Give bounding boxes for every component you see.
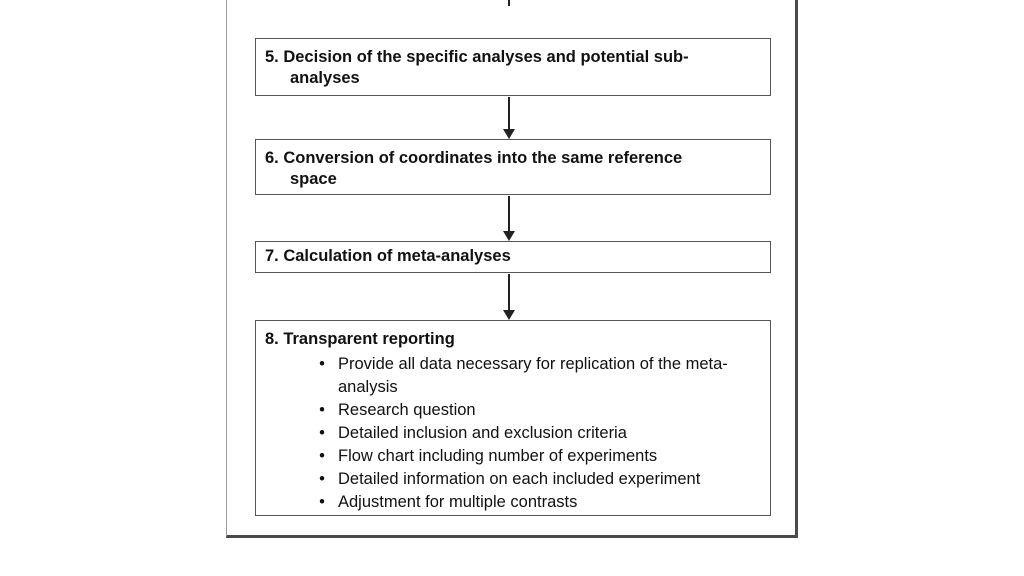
bullet-item: • Flow chart including number of experime… (316, 445, 770, 468)
bullet-text: Flow chart including number of experimen… (338, 447, 658, 465)
bullet-text: Provide all data necessary for replicati… (338, 355, 728, 396)
bullet-icon: • (319, 493, 325, 511)
bullet-item: • Provide all data necessary for replicat… (316, 353, 770, 399)
reporting-bullet-list: • Provide all data necessary for replicat… (256, 353, 770, 514)
bullet-text: Research question (338, 401, 476, 419)
bullet-item: • Detailed information on each included e… (316, 468, 770, 491)
arrow-step-6-to-7 (503, 196, 515, 241)
bullet-item: • Detailed inclusion and exclusion criter… (316, 422, 770, 445)
step-8-title-line1: 8. Transparent reporting (265, 330, 455, 348)
bullet-icon: • (319, 355, 325, 373)
bullet-text: Adjustment for multiple contrasts (338, 493, 578, 511)
bullet-text: Detailed inclusion and exclusion criteri… (338, 424, 627, 442)
bullet-item: • Adjustment for multiple contrasts (316, 491, 770, 514)
step-6-title-line2: space (290, 170, 337, 188)
bullet-icon: • (319, 470, 325, 488)
step-7-title-line1: 7. Calculation of meta-analyses (265, 247, 511, 265)
step-6-title: 6. Conversion of coordinates into the sa… (256, 148, 770, 190)
arrow-step-5-to-6 (503, 97, 515, 139)
step-5-title-line1: 5. Decision of the specific analyses and… (265, 48, 689, 66)
arrowhead (503, 129, 515, 139)
step-6-box: 6. Conversion of coordinates into the sa… (255, 139, 771, 195)
arrow-step-7-to-8 (503, 274, 515, 320)
step-5-title-line2: analyses (290, 69, 360, 87)
bullet-item: • Research question (316, 399, 770, 422)
step-7-title: 7. Calculation of meta-analyses (256, 246, 770, 267)
flowchart-figure: 5. Decision of the specific analyses and… (226, 0, 798, 538)
bullet-text: Detailed information on each included ex… (338, 470, 701, 488)
step-6-title-line1: 6. Conversion of coordinates into the sa… (265, 149, 683, 167)
step-7-box: 7. Calculation of meta-analyses (255, 241, 771, 273)
step-5-box: 5. Decision of the specific analyses and… (255, 38, 771, 96)
arrowhead (503, 310, 515, 320)
arrowhead (503, 231, 515, 241)
bullet-icon: • (319, 447, 325, 465)
bullet-icon: • (319, 424, 325, 442)
step-8-title: 8. Transparent reporting (256, 329, 770, 350)
step-5-title: 5. Decision of the specific analyses and… (256, 47, 770, 89)
step-8-box: 8. Transparent reporting • Provide all da… (255, 320, 771, 516)
bullet-icon: • (319, 401, 325, 419)
incoming-arrow-stub (508, 0, 510, 6)
